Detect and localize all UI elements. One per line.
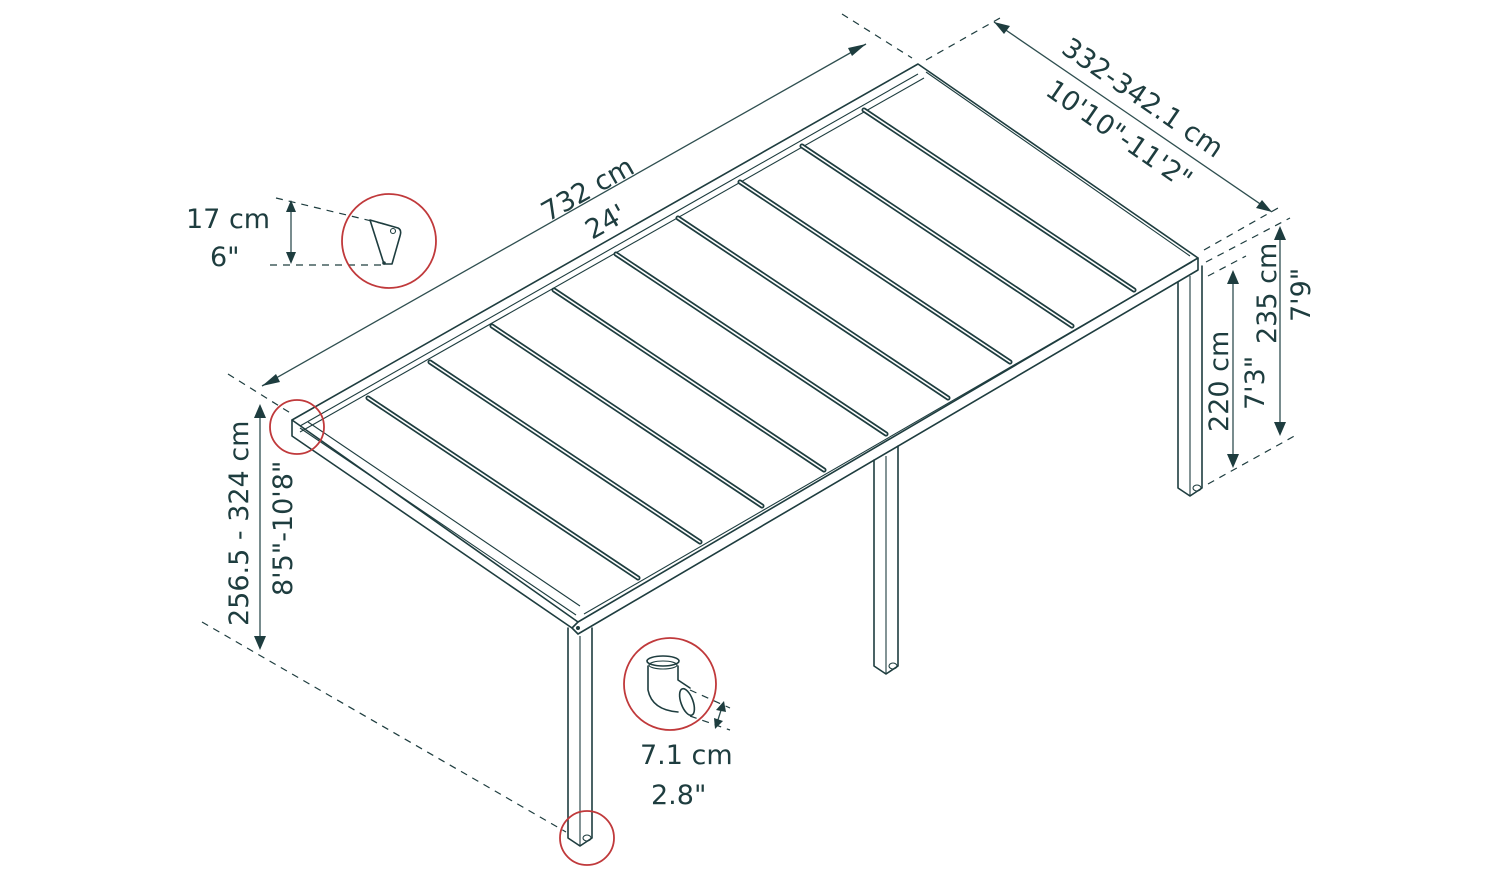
downpipe-detail-ring	[623, 637, 717, 731]
back-height-imperial-label: 7'9"	[1286, 268, 1317, 322]
post-foot-detail-ring	[559, 810, 615, 866]
gutter-profile-detail-ring	[341, 193, 437, 289]
post-right	[1177, 265, 1203, 497]
gutter-profile-callout: 17 cm 6"	[186, 193, 437, 289]
roof	[291, 63, 1199, 635]
length-dimension: 732 cm 24'	[227, 13, 913, 415]
wall-height-metric-label: 256.5 - 324 cm	[224, 421, 255, 626]
downpipe-metric-label: 7.1 cm	[640, 740, 733, 771]
front-height-metric-label: 220 cm	[1204, 331, 1235, 432]
roof-rafters	[365, 107, 1137, 581]
gutter-metric-label: 17 cm	[186, 204, 270, 235]
height-dimensions: 220 cm 7'3" 235 cm 7'9"	[1204, 217, 1317, 485]
wall-bracket-detail-ring	[269, 399, 325, 455]
post-front-left	[567, 626, 593, 847]
gutter-profile-icon	[369, 219, 402, 265]
downpipe-imperial-label: 2.8"	[651, 780, 706, 811]
post-middle	[873, 445, 899, 675]
downpipe-callout: 7.1 cm 2.8"	[623, 637, 733, 811]
wall-height-dimension: 256.5 - 324 cm 8'5"-10'8"	[201, 404, 567, 833]
front-height-imperial-label: 7'3"	[1240, 356, 1271, 410]
back-height-metric-label: 235 cm	[1252, 243, 1283, 344]
width-dimension: 332-342.1 cm 10'10"-11'2"	[925, 17, 1279, 251]
gutter-imperial-label: 6"	[210, 242, 240, 273]
downpipe-elbow-icon	[646, 655, 696, 717]
wall-bracket-callout	[269, 399, 325, 455]
wall-height-imperial-label: 8'5"-10'8"	[268, 461, 299, 596]
post-foot-callout	[559, 810, 615, 866]
